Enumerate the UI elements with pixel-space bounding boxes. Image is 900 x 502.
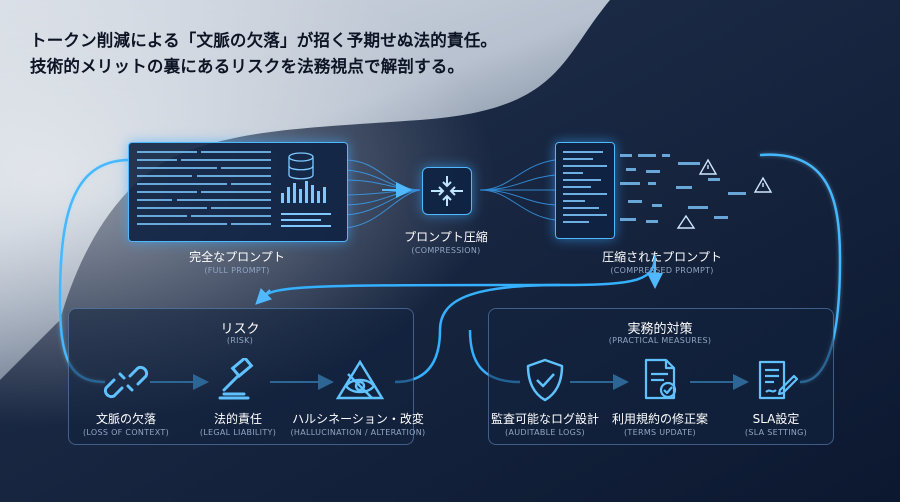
full-prompt-sub: (FULL PROMPT) (204, 266, 270, 275)
gavel-icon (218, 358, 254, 400)
compression-box (422, 167, 472, 215)
document-lines-icon (137, 151, 331, 227)
headline: トークン削減による「文脈の欠落」が招く予期せぬ法的責任。 技術的メリットの裏にあ… (30, 28, 590, 80)
compressed-prompt-document (555, 142, 615, 239)
shield-check-icon (526, 358, 564, 402)
risk-item-2-label: 法的責任 (213, 412, 263, 426)
risk-title: リスク (220, 322, 260, 337)
measure-item-1-sub: (AUDITABLE LOGS) (505, 428, 585, 437)
risk-item-3-label: ハルシネーション・改変 (292, 412, 424, 426)
measure-item-1-label: 監査可能なログ設計 (490, 412, 600, 426)
document-check-icon (644, 358, 677, 400)
measures-title: 実務的対策 (627, 322, 693, 337)
fragmented-text-icon (620, 154, 773, 229)
headline-line-1: トークン削減による「文脈の欠落」が招く予期せぬ法的責任。 (30, 31, 498, 50)
measure-item-2-sub: (TERMS UPDATE) (624, 428, 696, 437)
compressed-prompt-sub: (COMPRESSED PROMPT) (610, 266, 714, 275)
risk-item-3-sub: (HALLUCINATION / ALTERATION) (290, 428, 426, 437)
measures-title-sub: (PRACTICAL MEASURES) (608, 336, 712, 345)
headline-line-2: 技術的メリットの裏にあるリスクを法務視点で解剖する。 (30, 57, 465, 76)
compressed-lines-icon (563, 151, 607, 223)
measure-item-2-label: 利用規約の修正案 (611, 412, 709, 426)
risk-item-1-label: 文脈の欠落 (95, 412, 157, 426)
risk-panel (68, 308, 414, 445)
compressed-prompt-label: 圧縮されたプロンプト (602, 250, 722, 264)
crossed-eye-warning-icon (335, 359, 385, 400)
broken-chain-icon (103, 365, 149, 399)
full-prompt-label: 完全なプロンプト (189, 250, 285, 264)
compress-arrows-icon (431, 176, 463, 206)
risk-item-1-sub: (LOSS OF CONTEXT) (83, 428, 169, 437)
measure-item-3-sub: (SLA SETTING) (744, 428, 808, 437)
compression-sub: (COMPRESSION) (411, 246, 481, 255)
risk-title-sub: (RISK) (226, 336, 254, 345)
compression-label: プロンプト圧縮 (404, 230, 488, 244)
measure-item-3-label: SLA設定 (752, 412, 800, 426)
contract-pen-icon (758, 360, 799, 400)
risk-item-2-sub: (LEGAL LIABILITY) (199, 428, 277, 437)
full-prompt-document (128, 142, 348, 242)
